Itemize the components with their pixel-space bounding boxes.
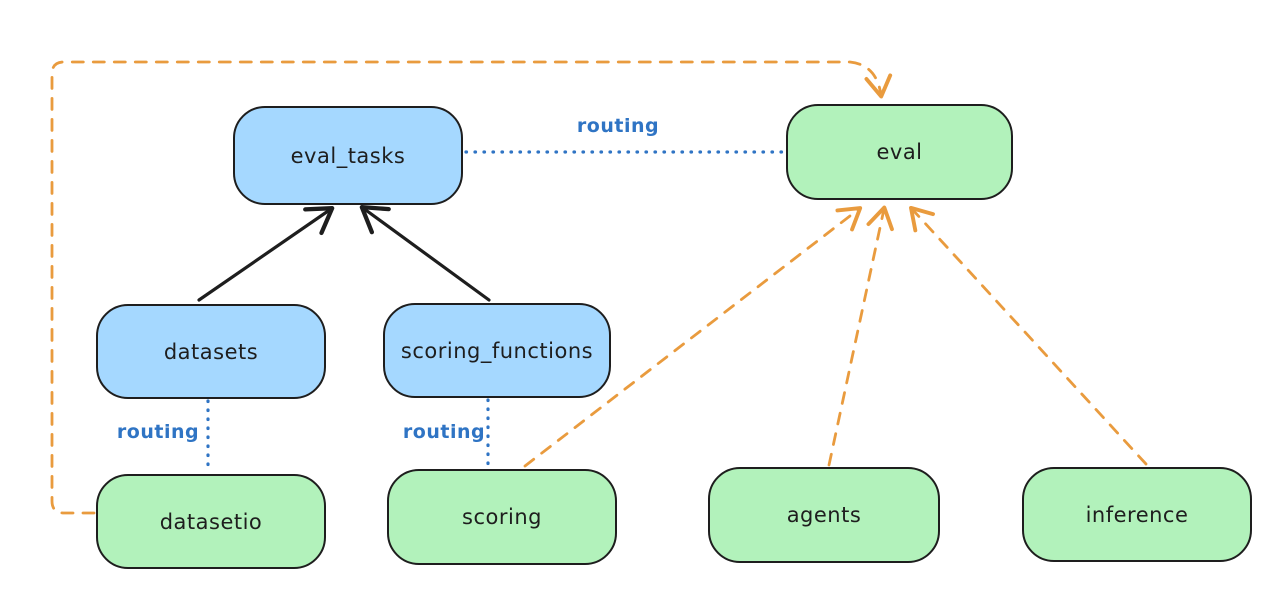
node-inference-label: inference <box>1085 502 1189 527</box>
node-eval: eval <box>786 104 1013 200</box>
edge-datasets-to-eval-tasks <box>197 206 335 302</box>
node-scoring-functions: scoring_functions <box>383 303 611 398</box>
edge-datasetio-to-eval <box>50 60 893 515</box>
node-eval-tasks-label: eval_tasks <box>290 143 406 168</box>
edge-inference-to-eval <box>909 205 1148 466</box>
routing-label-scoring-functions-scoring: routing <box>402 421 486 443</box>
node-scoring-functions-label: scoring_functions <box>400 338 594 363</box>
edge-scoring-functions-to-eval-tasks <box>359 205 491 302</box>
edge-scoring-to-eval <box>523 206 863 468</box>
node-datasets: datasets <box>96 304 326 399</box>
node-datasetio-label: datasetio <box>159 509 263 534</box>
node-agents: agents <box>708 467 940 563</box>
node-eval-tasks: eval_tasks <box>233 106 463 205</box>
node-datasets-label: datasets <box>163 339 259 364</box>
routing-label-eval-tasks-eval: routing <box>576 115 660 137</box>
node-datasetio: datasetio <box>96 474 326 569</box>
node-scoring-label: scoring <box>462 505 542 529</box>
node-agents-label: agents <box>786 503 862 527</box>
node-scoring: scoring <box>387 469 617 565</box>
edge-agents-to-eval <box>827 205 894 467</box>
node-inference: inference <box>1022 467 1252 562</box>
node-eval-label: eval <box>876 140 923 164</box>
routing-label-datasets-datasetio: routing <box>116 421 200 443</box>
